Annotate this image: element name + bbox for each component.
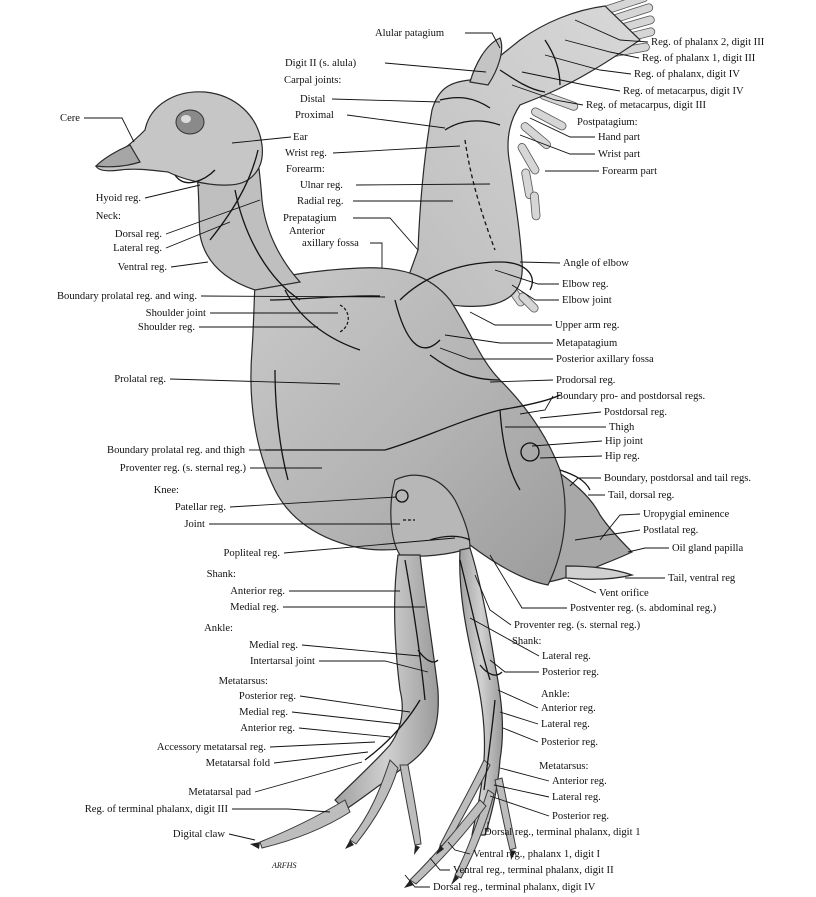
head [96,92,262,185]
label-shoulder-joint: Shoulder joint [146,308,206,319]
label-postdorsal-reg: Postdorsal reg. [604,407,667,418]
label-upper-arm-reg: Upper arm reg. [555,320,619,331]
label-proventer-reg-right: Proventer reg. (s. sternal reg.) [514,620,641,631]
label-tail-ventral-reg: Tail, ventral reg [668,573,736,584]
label-neck-lateral-reg: Lateral reg. [113,243,162,254]
label-hip-joint: Hip joint [605,436,643,447]
label-hand-part: Hand part [598,132,640,143]
label-dorsal-terminal-digit-1: Dorsal reg., terminal phalanx, digit 1 [484,827,641,838]
label-carpal-distal: Distal [300,94,325,105]
label-boundary-postdorsal-tail: Boundary, postdorsal and tail regs. [604,473,751,484]
label-angle-of-elbow: Angle of elbow [563,258,629,269]
label-tail-dorsal-reg: Tail, dorsal reg. [608,490,674,501]
label-metatarsal-pad: Metatarsal pad [188,787,251,798]
label-forearm-part: Forearm part [602,166,657,177]
right-leg [460,548,503,835]
label-radial-reg: Radial reg. [297,196,343,207]
label-carpal-joints-heading: Carpal joints: [284,75,341,86]
label-ear: Ear [293,132,308,143]
label-shank-posterior-reg: Posterior reg. [542,667,599,678]
eye-highlight [181,115,191,123]
label-dorsal-terminal-digit-4: Dorsal reg., terminal phalanx, digit IV [433,882,596,893]
label-ankle-posterior-reg: Posterior reg. [541,737,598,748]
label-postpatagium-heading: Postpatagium: [577,117,638,128]
label-ventral-terminal-digit-2: Ventral reg., terminal phalanx, digit II [453,865,614,876]
label-hyoid-reg: Hyoid reg. [96,193,141,204]
label-metatarsus-posterior-reg: Posterior reg. [239,691,296,702]
label-ankle-lateral-reg: Lateral reg. [541,719,590,730]
label-prodorsal-reg: Prodorsal reg. [556,375,615,386]
label-phalanx-2-digit-3: Reg. of phalanx 2, digit III [651,37,765,48]
label-ventral-phalanx-1-digit-1: Ventral reg., phalanx 1, digit I [473,849,601,860]
label-oil-gland-papilla: Oil gland papilla [672,543,743,554]
label-anterior-axillary-line1: Anterior [289,226,325,237]
label-metatarsus-heading-right: Metatarsus: [539,761,588,772]
label-ankle-heading-left: Ankle: [204,623,233,634]
artist-signature: ARFHS [271,861,296,870]
label-prepatagium: Prepatagium [283,213,337,224]
label-ankle-medial-reg: Medial reg. [249,640,298,651]
label-shank-heading-left: Shank: [207,569,236,580]
label-ankle-anterior-reg: Anterior reg. [541,703,596,714]
label-metapatagium: Metapatagium [556,338,618,349]
label-neck-heading: Neck: [96,211,121,222]
label-carpal-proximal: Proximal [295,110,334,121]
label-uropygial-eminence: Uropygial eminence [643,509,729,520]
label-knee-joint: Joint [184,519,205,530]
label-thigh: Thigh [609,422,635,433]
label-elbow-joint: Elbow joint [562,295,612,306]
label-proventer-reg-left: Proventer reg. (s. sternal reg.) [120,463,247,474]
label-cere: Cere [60,113,80,124]
label-shank-heading-right: Shank: [512,636,541,647]
label-neck-ventral-reg: Ventral reg. [118,262,167,273]
label-postlatal-reg: Postlatal reg. [643,525,698,536]
label-phalanx-digit-4: Reg. of phalanx, digit IV [634,69,740,80]
label-boundary-prolatal-wing: Boundary prolatal reg. and wing. [57,291,197,302]
label-shank-medial-reg: Medial reg. [230,602,279,613]
label-ankle-heading-right: Ankle: [541,689,570,700]
bird-illustration: ARFHS [96,0,656,888]
label-metacarpus-digit-4: Reg. of metacarpus, digit IV [623,86,744,97]
label-metatarsus-anterior-reg-right: Anterior reg. [552,776,607,787]
label-knee-heading: Knee: [154,485,179,496]
label-metatarsus-heading-left: Metatarsus: [219,676,268,687]
label-patellar-reg: Patellar reg. [175,502,226,513]
label-shoulder-reg: Shoulder reg. [138,322,195,333]
label-wrist-reg: Wrist reg. [285,148,327,159]
label-digit-2-alula: Digit II (s. alula) [285,58,357,69]
label-popliteal-reg: Popliteal reg. [224,548,281,559]
label-prolatal-reg: Prolatal reg. [114,374,166,385]
label-accessory-metatarsal-reg: Accessory metatarsal reg. [157,742,266,753]
label-metatarsus-medial-reg: Medial reg. [239,707,288,718]
label-metatarsus-posterior-reg-right: Posterior reg. [552,811,609,822]
label-anterior-axillary-line2: axillary fossa [302,238,359,249]
label-shank-anterior-reg: Anterior reg. [230,586,285,597]
label-boundary-pro-postdorsal: Boundary pro- and postdorsal regs. [556,391,705,402]
label-metatarsus-lateral-reg-right: Lateral reg. [552,792,601,803]
label-metatarsus-anterior-reg: Anterior reg. [240,723,295,734]
label-shank-lateral-reg: Lateral reg. [542,651,591,662]
label-neck-dorsal-reg: Dorsal reg. [115,229,162,240]
label-metatarsal-fold: Metatarsal fold [206,758,271,769]
tail-feather-stubs [566,566,632,579]
label-intertarsal-joint: Intertarsal joint [250,656,315,667]
label-phalanx-1-digit-3: Reg. of phalanx 1, digit III [642,53,756,64]
label-metacarpus-digit-3: Reg. of metacarpus, digit III [586,100,706,111]
label-forearm-heading: Forearm: [286,164,325,175]
label-digital-claw: Digital claw [173,829,225,840]
label-ulnar-reg: Ulnar reg. [300,180,343,191]
label-hip-reg: Hip reg. [605,451,640,462]
eye [176,110,204,134]
label-alular-patagium: Alular patagium [375,28,445,39]
label-vent-orifice: Vent orifice [599,588,649,599]
label-elbow-reg: Elbow reg. [562,279,608,290]
label-posterior-axillary-fossa: Posterior axillary fossa [556,354,654,365]
label-boundary-prolatal-thigh: Boundary prolatal reg. and thigh [107,445,246,456]
label-terminal-phalanx-digit-3: Reg. of terminal phalanx, digit III [85,804,229,815]
label-wrist-part: Wrist part [598,149,640,160]
label-postventer-reg: Postventer reg. (s. abdominal reg.) [570,603,717,614]
